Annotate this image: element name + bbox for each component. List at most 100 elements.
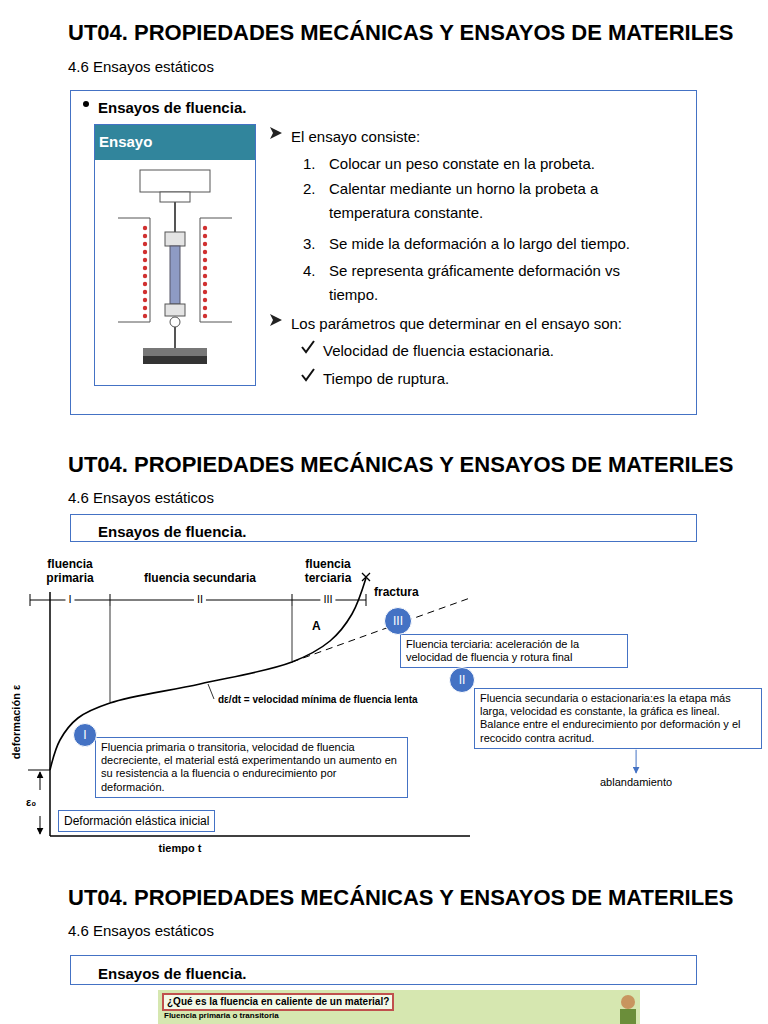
heater-dot (143, 274, 147, 278)
elastic-tick (28, 770, 50, 771)
text-label: fluencia terciaria (295, 558, 361, 586)
heater-dot (203, 306, 207, 310)
node-text: Se mide la deformación a lo largo del ti… (329, 232, 630, 256)
heater-dot (203, 314, 207, 318)
node-text: Colocar un peso constate en la probeta. (329, 152, 595, 176)
heater-dot (143, 290, 147, 294)
heater-dot (203, 226, 207, 230)
heater-dot (143, 258, 147, 262)
node-text: Ensayo (95, 125, 255, 160)
dimension-tick (30, 594, 31, 606)
callout-text: III (393, 615, 403, 627)
heater-dot (143, 314, 147, 318)
stage-divider (110, 606, 111, 702)
banner (158, 990, 640, 1024)
heater-dot (143, 282, 147, 286)
node-text: 2. (303, 177, 316, 201)
weight (143, 348, 207, 356)
lower-grip (165, 304, 185, 316)
node-text: 4. (303, 259, 316, 283)
pull-rod (174, 202, 176, 232)
slide-title: UT04. PROPIEDADES MECÁNICAS Y ENSAYOS DE… (68, 452, 733, 477)
furnace-right (200, 218, 232, 322)
text-label: fluencia primaria (35, 558, 105, 586)
node-text: Fluencia terciaria: aceleración de la ve… (406, 638, 622, 664)
node-text: Se representa gráficamente deformación v… (329, 259, 669, 307)
upper-grip (165, 232, 185, 246)
pivot (170, 317, 180, 327)
heater-dot (143, 266, 147, 270)
text-label: tiempo t (159, 842, 202, 855)
weight-base (143, 356, 207, 364)
node-text: El ensayo consiste: (291, 125, 420, 149)
elastic-arrow (40, 816, 41, 834)
arrow-bullet (270, 127, 282, 139)
illustration-panel: Ensayo (94, 124, 256, 386)
text-label: ablandamiento (600, 776, 672, 789)
heater-dot (143, 298, 147, 302)
callout-number: II (449, 667, 475, 693)
node-text: Ensayos de fluencia. (98, 962, 246, 986)
heater-dot (203, 250, 207, 254)
node-text: Fluencia primaria o transitoria, velocid… (101, 741, 402, 794)
heater-dot (203, 282, 207, 286)
heater-dot (203, 242, 207, 246)
note-box: Fluencia primaria o transitoria, velocid… (95, 737, 408, 798)
fracture-mark (362, 573, 370, 581)
x-axis (50, 835, 470, 837)
node-text: Calentar mediante un horno la probeta a … (329, 177, 669, 225)
y-axis (49, 592, 51, 836)
text-label: 4.6 Ensayos estáticos (68, 489, 214, 506)
heading-box: Ensayos de fluencia. (70, 955, 697, 985)
heater-dot (203, 274, 207, 278)
creep-rig (118, 170, 232, 364)
arrow-bullet (270, 314, 282, 326)
heater-dot (203, 258, 207, 262)
node-text: ¿Qué es la fluencia en caliente de un ma… (167, 996, 389, 1008)
furnace-left (118, 218, 150, 322)
callout-text: II (459, 674, 466, 686)
text-label: II (194, 593, 206, 606)
crosshead-block (160, 192, 190, 202)
leader-arrow (636, 750, 637, 773)
heading-box: Ensayos de fluencia. (70, 514, 697, 542)
heater-dot (143, 306, 147, 310)
slide-title: UT04. PROPIEDADES MECÁNICAS Y ENSAYOS DE… (68, 885, 733, 910)
callout-text: I (83, 729, 86, 741)
node-text: 3. (303, 232, 316, 256)
specimen (170, 246, 180, 304)
dimension-tick (110, 594, 111, 606)
text-label: 4.6 Ensayos estáticos (68, 922, 214, 939)
text-label: dε/dt = velocidad mínima de fluencia len… (218, 694, 418, 706)
dimension-tick (292, 594, 293, 606)
callout-number: I (73, 723, 97, 747)
text-label: III (320, 593, 335, 606)
heater-dot (203, 234, 207, 238)
slide-title: UT04. PROPIEDADES MECÁNICAS Y ENSAYOS DE… (68, 20, 733, 45)
heater-dot (203, 266, 207, 270)
heater-dot (143, 226, 147, 230)
note-box: Fluencia secundaria o estacionaria:es la… (474, 688, 762, 749)
node-text: Los parámetros que determinar en el ensa… (291, 312, 622, 336)
elastic-arrow (40, 772, 41, 790)
bullet-dot (83, 101, 89, 107)
axis-label: deformación ε (10, 685, 23, 759)
creep-graph (28, 573, 470, 836)
heater-dot (143, 242, 147, 246)
text-label: A (312, 620, 321, 634)
text-label: ε₀ (26, 796, 36, 809)
heater-dot (143, 234, 147, 238)
check-mark (302, 341, 314, 352)
dimension-tick (366, 594, 367, 606)
node-text: Ensayos de fluencia. (98, 520, 246, 544)
text-label: fluencia secundaria (144, 572, 256, 586)
content-box: Ensayos de fluencia.El ensayo consiste:1… (70, 90, 697, 415)
node-text: 1. (303, 152, 316, 176)
heater-dot (203, 290, 207, 294)
text-label: I (65, 593, 74, 606)
check-mark (302, 369, 314, 380)
load-rod (174, 327, 176, 348)
callout-number: III (384, 607, 412, 635)
node-text: Deformación elástica inicial (64, 814, 209, 828)
question-box: ¿Qué es la fluencia en caliente de un ma… (162, 993, 394, 1011)
